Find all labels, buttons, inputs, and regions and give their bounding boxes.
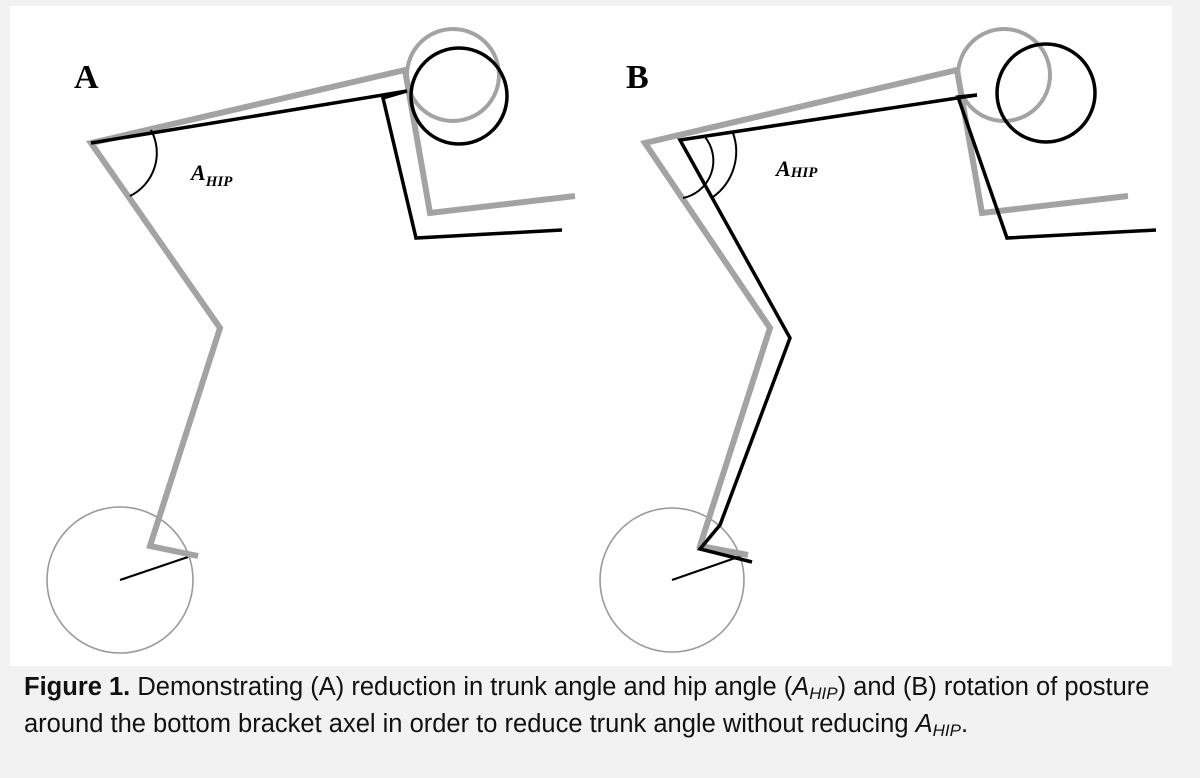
hip-angle-arc-b-outer [712,132,738,198]
hip-angle-arc-b-inner [682,136,715,199]
crank-arm-b [671,554,742,582]
panel-letter-a: A [74,59,99,96]
caption-text-3: . [960,710,969,738]
head-original-a [405,27,501,123]
posture-modified-a [90,89,563,240]
panel-b: B AHIP [599,27,1157,653]
caption-ahip-2: AHIP [915,710,961,740]
head-original-b [956,27,1052,123]
panel-letter-b: B [626,59,649,96]
head-modified-a [409,46,509,146]
posture-modified-b [677,93,1157,564]
crank-circle-a [46,506,194,654]
head-modified-b [995,42,1097,144]
hip-angle-arc-a [129,129,158,197]
panel-a: A AHIP [46,27,576,654]
crank-circle-b [599,507,745,653]
caption-text-1: Demonstrating (A) reduction in trunk ang… [130,673,793,701]
posture-original-a [86,66,576,559]
crank-arm-a [119,555,189,582]
caption-figure-label: Figure 1. [24,673,131,701]
caption-text-2: ) and (B) rotation of posture around the… [24,673,1150,738]
posture-original-b [640,66,1129,558]
figure-caption: Figure 1. Demonstrating (A) reduction in… [24,672,1184,746]
hip-angle-label-b: AHIP [774,156,818,181]
hip-angle-label-a: AHIP [189,160,233,190]
caption-ahip-1: AHIP [792,673,838,703]
